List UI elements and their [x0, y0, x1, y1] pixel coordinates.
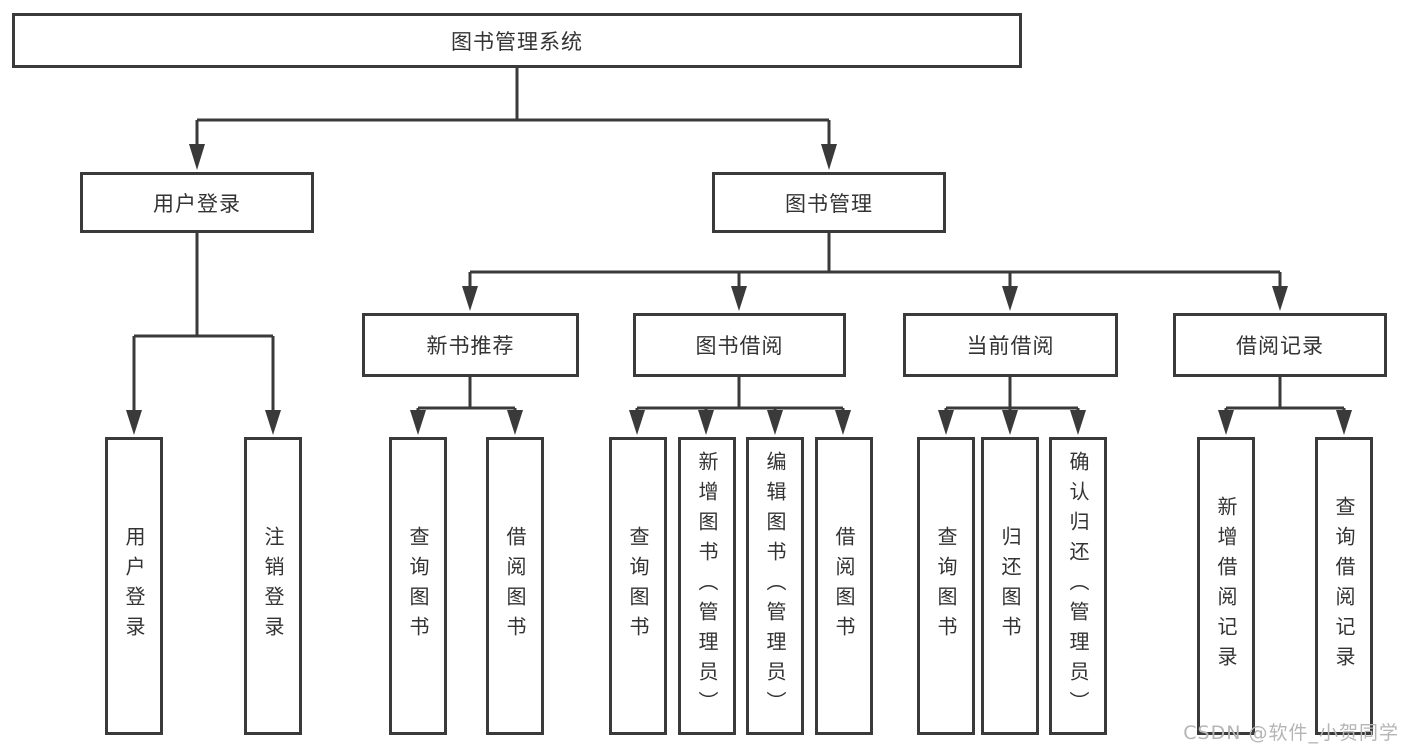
node-book-borrowing: 图书借阅 — [633, 313, 846, 377]
leaf-user-login: 用户登录 — [105, 437, 163, 735]
leaf-add-borrow-record: 新增借阅记录 — [1197, 437, 1255, 735]
leaf-borrow-books-borrowing: 借阅图书 — [815, 437, 873, 735]
leaf-query-borrow-record: 查询借阅记录 — [1315, 437, 1373, 735]
node-user-login: 用户登录 — [80, 172, 314, 233]
leaf-query-books-current: 查询图书 — [917, 437, 975, 735]
leaf-logout: 注销登录 — [244, 437, 302, 735]
leaf-confirm-return-admin: 确认归还（管理员） — [1049, 437, 1107, 735]
watermark-text: CSDN @软件_小贺同学 — [1183, 722, 1399, 744]
leaf-add-books-admin: 新增图书（管理员） — [678, 437, 736, 735]
node-root-system: 图书管理系统 — [12, 13, 1022, 68]
leaf-query-books-borrowing: 查询图书 — [609, 437, 667, 735]
leaf-return-books: 归还图书 — [981, 437, 1039, 735]
node-borrowing-records: 借阅记录 — [1173, 313, 1387, 377]
leaf-edit-books-admin: 编辑图书（管理员） — [746, 437, 804, 735]
node-new-book-recommend: 新书推荐 — [362, 313, 579, 377]
leaf-query-books-recommend: 查询图书 — [389, 437, 447, 735]
leaf-borrow-books-recommend: 借阅图书 — [486, 437, 544, 735]
node-current-borrowing: 当前借阅 — [903, 313, 1118, 377]
node-book-management: 图书管理 — [712, 172, 946, 233]
